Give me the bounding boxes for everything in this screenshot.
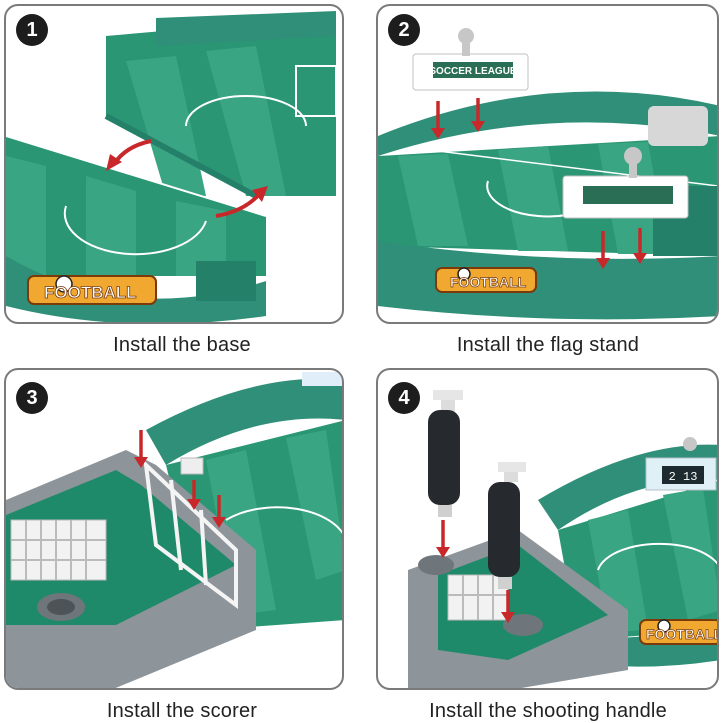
score-display-text: 2 13 [669, 470, 698, 484]
step-1-panel: 1 [4, 4, 344, 324]
step-4-caption: Install the shooting handle [429, 700, 667, 722]
football-logo-text: FOOTBALL [450, 274, 527, 290]
step-number-badge: 3 [16, 382, 48, 414]
step-4-panel: 4 [376, 368, 719, 690]
lower-field-half [6, 135, 267, 322]
step-2-panel: 2 SOCCER LEAGUE [376, 4, 719, 324]
football-logo-text: FOOTBALL [646, 626, 719, 642]
step-number-badge: 1 [16, 14, 48, 46]
scorer-frame [143, 459, 238, 609]
red-arrow [441, 520, 510, 615]
step-2-illustration: SOCCER LEAGUE FOOTBALL [378, 28, 717, 320]
step-3-panel: 3 [4, 368, 344, 690]
shooting-handle [428, 390, 463, 517]
football-logo [435, 267, 537, 293]
step-number-badge: 4 [388, 382, 420, 414]
step-2-caption: Install the flag stand [456, 334, 640, 356]
goal-net [10, 519, 107, 581]
step-3-illustration [6, 372, 342, 688]
score-display [645, 437, 717, 491]
football-logo-text: FOOTBALL [44, 283, 137, 302]
step-4-illustration: 2 13 FOOTBALL [408, 390, 719, 688]
red-arrow [139, 430, 221, 520]
step-3-caption: Install the scorer [106, 700, 258, 722]
step-1-caption: Install the base [113, 334, 251, 356]
step-number-badge: 2 [388, 14, 420, 46]
flag-label: SOCCER LEAGUE [429, 66, 517, 77]
football-logo [639, 619, 717, 645]
red-arrow [436, 98, 642, 261]
flag-stand [562, 147, 689, 219]
flag-stand [412, 28, 529, 91]
upper-field-half [104, 11, 337, 199]
shooting-handle [488, 462, 526, 589]
football-logo [27, 275, 157, 305]
step-1-illustration: FOOTBALL [6, 11, 337, 322]
